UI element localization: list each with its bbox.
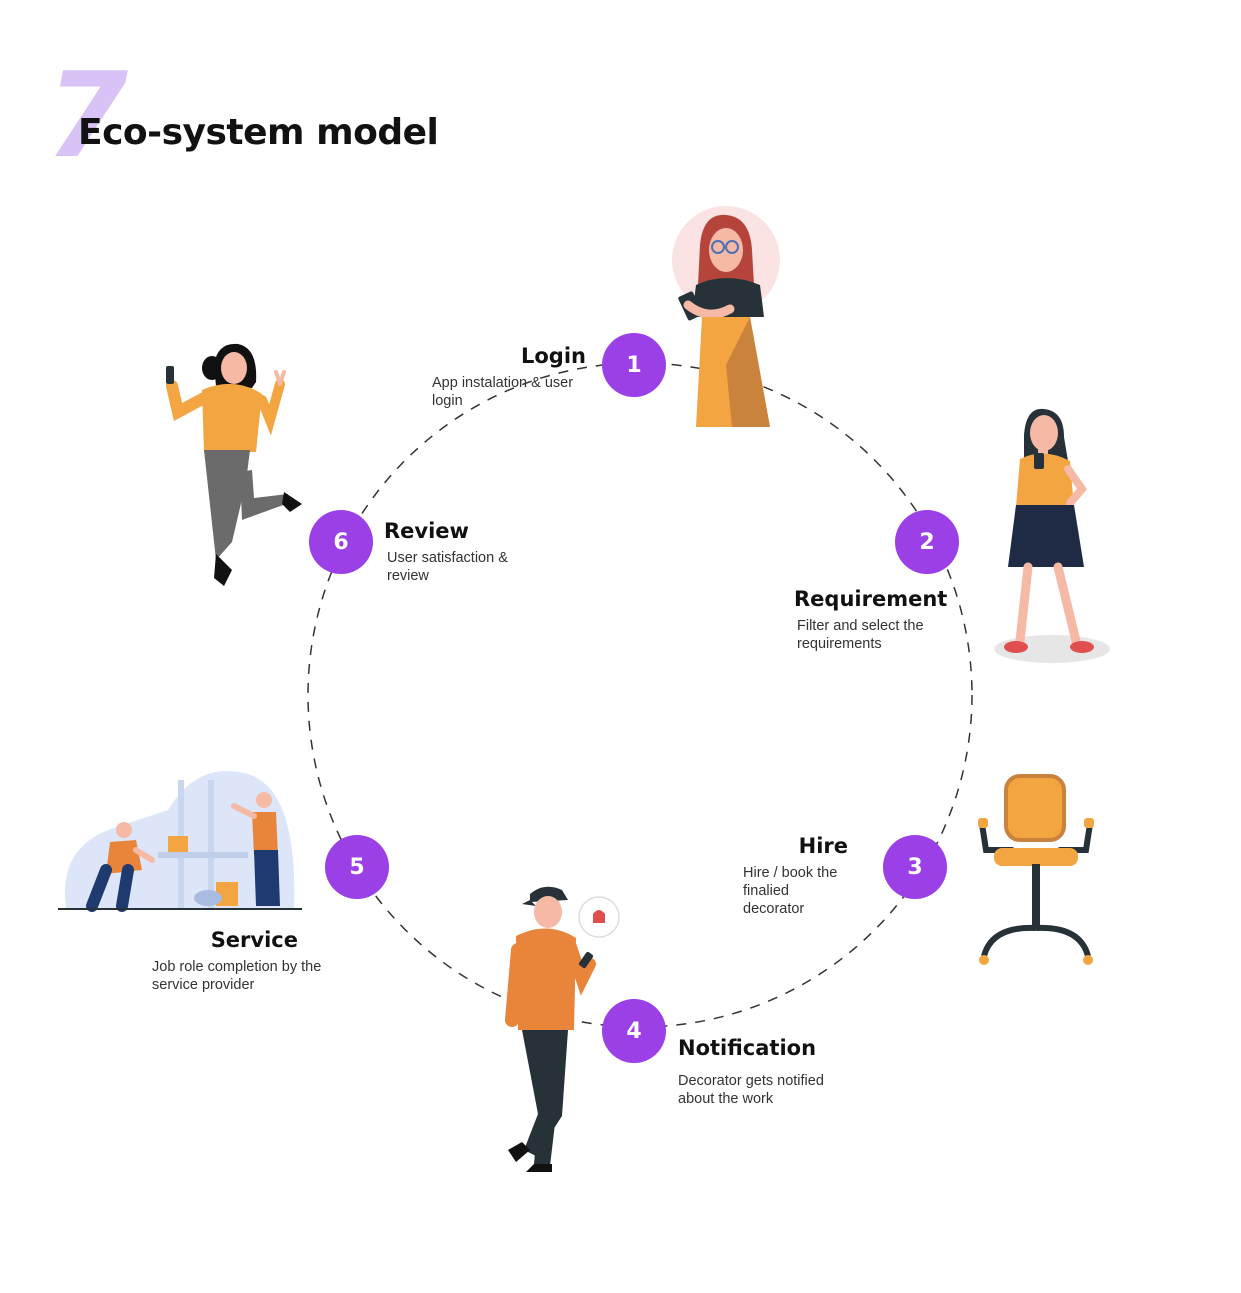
workers-installing-illustration bbox=[58, 770, 302, 912]
step-3-description: Hire / book the finalied decorator bbox=[743, 865, 838, 917]
step-3-text: Hire Hire / book the finalied decorator bbox=[672, 834, 848, 918]
step-1-title: Login bbox=[521, 344, 586, 368]
man-with-notification-illustration bbox=[505, 886, 620, 1172]
step-1-description: App instalation & user login bbox=[432, 375, 574, 409]
step-2-text: Requirement Filter and select the requir… bbox=[794, 587, 994, 653]
step-3-badge: 3 bbox=[883, 835, 947, 899]
step-5-badge: 5 bbox=[325, 835, 389, 899]
page-title: Eco-system model bbox=[78, 112, 439, 153]
step-5-description: Job role completion by the service provi… bbox=[152, 959, 322, 993]
step-6-badge: 6 bbox=[309, 510, 373, 574]
step-4-badge: 4 bbox=[602, 999, 666, 1063]
step-4-text: Notification Decorator gets notified abo… bbox=[678, 1036, 878, 1108]
office-chair-illustration bbox=[978, 774, 1094, 965]
step-6-title: Review bbox=[384, 519, 469, 543]
woman-holding-phone-illustration bbox=[672, 206, 780, 427]
step-5-title: Service bbox=[210, 928, 298, 952]
step-5-text: Service Job role completion by the servi… bbox=[98, 928, 321, 994]
step-4-title: Notification bbox=[678, 1036, 817, 1060]
step-2-title: Requirement bbox=[794, 587, 948, 611]
happy-woman-illustration bbox=[166, 343, 302, 586]
step-2-badge: 2 bbox=[895, 510, 959, 574]
step-6-text: Review User satisfaction & review bbox=[384, 519, 584, 585]
step-2-description: Filter and select the requirements bbox=[797, 618, 924, 652]
section-number: 7 bbox=[46, 46, 129, 184]
step-1-badge: 1 bbox=[602, 333, 666, 397]
step-1-text: Login App instalation & user login bbox=[386, 344, 586, 410]
woman-using-phone-illustration bbox=[994, 408, 1110, 663]
step-3-title: Hire bbox=[798, 834, 848, 858]
step-4-description: Decorator gets notified about the work bbox=[678, 1073, 824, 1107]
step-6-description: User satisfaction & review bbox=[387, 550, 508, 584]
